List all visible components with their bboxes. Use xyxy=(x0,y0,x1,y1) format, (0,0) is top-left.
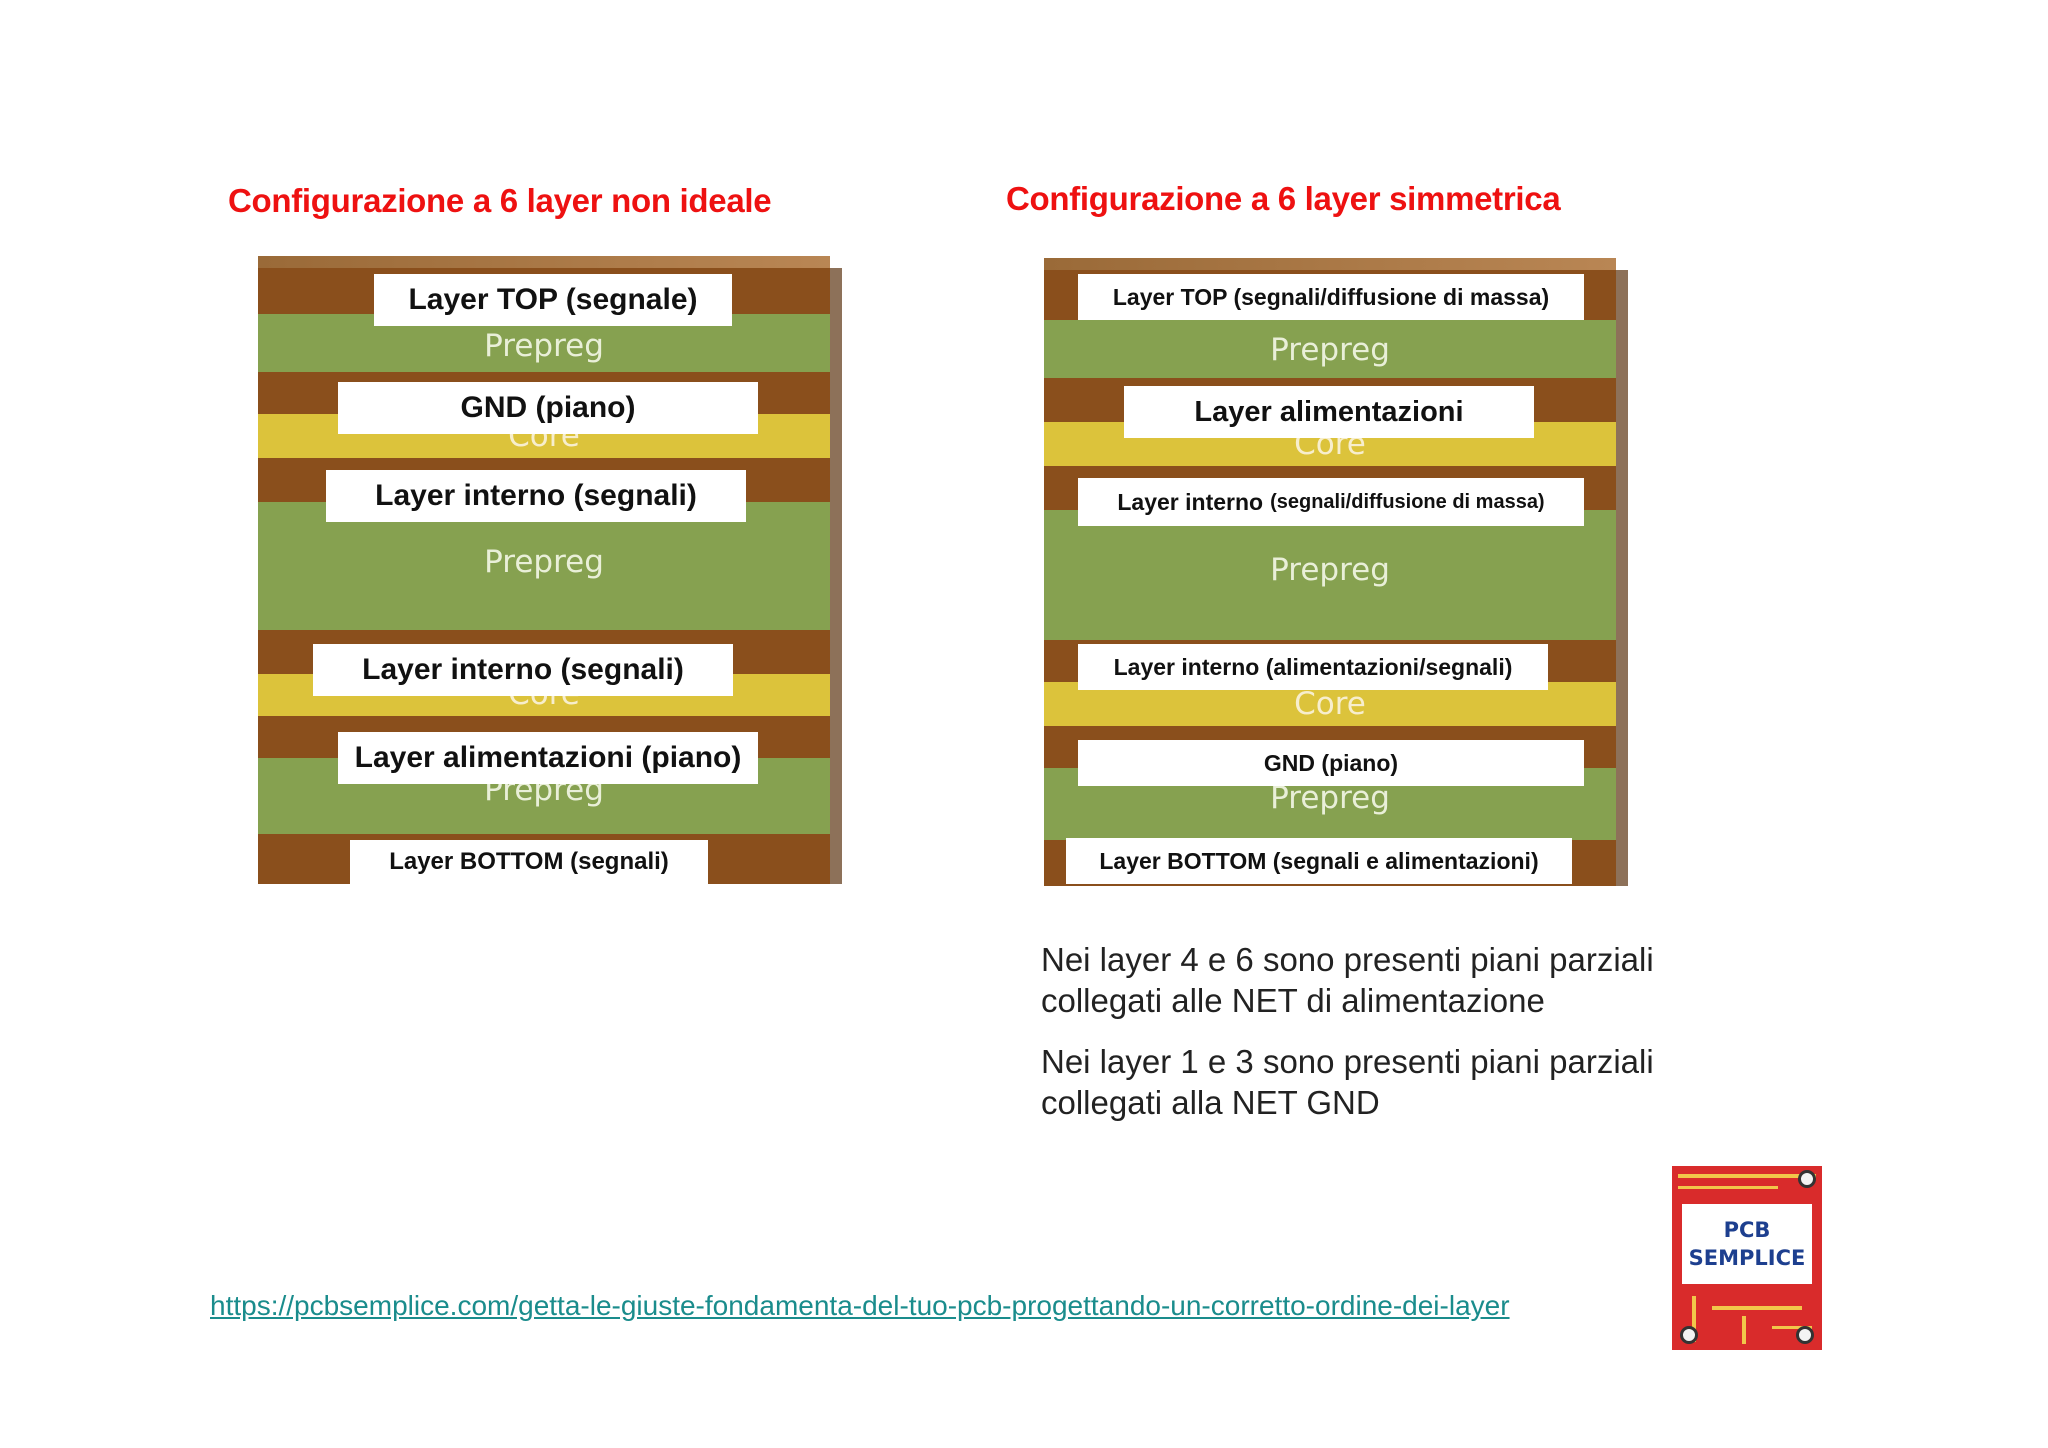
prepreg-label: Prepreg xyxy=(1270,780,1390,816)
logo-trace xyxy=(1772,1326,1812,1329)
logo-text-line1: PCB xyxy=(1723,1218,1771,1242)
logo-trace xyxy=(1742,1316,1746,1344)
label-layer-bottom: Layer BOTTOM (segnali) xyxy=(350,840,708,884)
label-inner-signal-ground: Layer interno (segnali/diffusione di mas… xyxy=(1078,478,1584,526)
prepreg-layer-2: Prepreg xyxy=(1044,510,1628,640)
label-gnd-plane: GND (piano) xyxy=(1078,740,1584,786)
stack-top-edge xyxy=(1044,258,1616,270)
logo-pad xyxy=(1796,1326,1814,1344)
title-nonideal: Configurazione a 6 layer non ideale xyxy=(228,182,772,219)
label-inner-power-signal: Layer interno (alimentazioni/segnali) xyxy=(1078,644,1548,690)
logo-pad xyxy=(1798,1170,1816,1188)
note-line: collegati alle NET di alimentazione xyxy=(1041,982,1545,1019)
note-gnd-planes: Nei layer 1 e 3 sono presenti piani parz… xyxy=(1041,1041,1654,1123)
logo-trace xyxy=(1678,1186,1778,1189)
label-inner-signal-2: Layer interno (segnali) xyxy=(313,644,733,696)
prepreg-label: Prepreg xyxy=(1270,332,1390,368)
logo-trace xyxy=(1678,1174,1816,1178)
prepreg-label: Prepreg xyxy=(1270,552,1390,588)
stackup-nonideal: Prepreg Core Prepreg Core Prepreg Layer … xyxy=(258,256,842,884)
label-inner-signal-1: Layer interno (segnali) xyxy=(326,470,746,522)
pcb-semplice-logo: PCB SEMPLICE xyxy=(1672,1166,1822,1350)
stackup-symmetric: Prepreg Core Prepreg Core Prepreg Layer … xyxy=(1044,258,1628,886)
core-label: Core xyxy=(1294,686,1366,722)
note-power-planes: Nei layer 4 e 6 sono presenti piani parz… xyxy=(1041,939,1654,1021)
label-inner-main: Layer interno xyxy=(1117,488,1264,515)
logo-text-line2: SEMPLICE xyxy=(1688,1246,1806,1270)
title-symmetric: Configurazione a 6 layer simmetrica xyxy=(1006,180,1561,217)
label-power-layer: Layer alimentazioni xyxy=(1124,386,1534,438)
logo-pad xyxy=(1680,1326,1698,1344)
logo-trace xyxy=(1712,1306,1802,1310)
label-layer-top: Layer TOP (segnali/diffusione di massa) xyxy=(1078,274,1584,320)
article-link[interactable]: https://pcbsemplice.com/getta-le-giuste-… xyxy=(210,1290,1510,1321)
label-layer-bottom: Layer BOTTOM (segnali e alimentazioni) xyxy=(1066,838,1572,884)
prepreg-label: Prepreg xyxy=(484,328,604,364)
note-line: Nei layer 4 e 6 sono presenti piani parz… xyxy=(1041,941,1654,978)
logo-trace xyxy=(1692,1296,1696,1342)
prepreg-label: Prepreg xyxy=(484,544,604,580)
note-line: collegati alla NET GND xyxy=(1041,1084,1380,1121)
label-inner-sub: (segnali/diffusione di massa) xyxy=(1270,490,1545,513)
prepreg-layer-2: Prepreg xyxy=(258,502,842,630)
logo-text-box: PCB SEMPLICE xyxy=(1682,1204,1812,1284)
label-layer-top: Layer TOP (segnale) xyxy=(374,274,732,326)
label-gnd-plane: GND (piano) xyxy=(338,382,758,434)
prepreg-layer-1: Prepreg xyxy=(1044,320,1628,378)
label-power-plane: Layer alimentazioni (piano) xyxy=(338,732,758,784)
stack-top-edge xyxy=(258,256,830,268)
note-line: Nei layer 1 e 3 sono presenti piani parz… xyxy=(1041,1043,1654,1080)
